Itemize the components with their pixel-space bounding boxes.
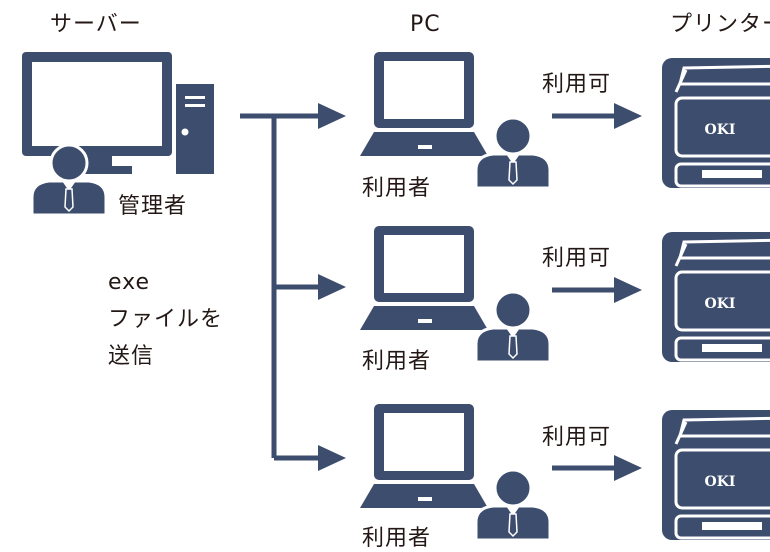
rows-layer: OKI OKI OKI [360,52,770,542]
row1-arrow-label: 利用可 [542,72,612,97]
monitor-icon [22,52,172,174]
printer-heading: プリンター [670,12,770,37]
user-person-icon [474,290,552,364]
user-person-icon [474,116,552,190]
user-person-icon [474,468,552,542]
laptop-icon [360,226,488,330]
row-3: OKI [360,404,770,542]
row1-user-label: 利用者 [362,176,432,201]
row2-arrow-label: 利用可 [542,246,612,271]
usage-arrow-head [614,455,642,481]
arrow-to-pc-2 [318,274,346,300]
row-2: OKI [360,226,770,364]
arrow-to-pc-1 [318,103,346,129]
connector-arrowheads [318,103,346,471]
transfer-note-line3: 送信 [108,344,155,369]
row-1: OKI [360,52,770,190]
usage-arrow-head [614,277,642,303]
server-group [22,52,214,217]
server-heading: サーバー [50,12,142,37]
printer-brand-logo: OKI [705,122,736,138]
usage-arrow-head [614,103,642,129]
pc-heading: PC [410,12,441,37]
arrow-to-pc-3 [318,445,346,471]
transfer-note-line1: exe [108,270,151,295]
transfer-note-line2: ファイルを [108,307,224,332]
row3-arrow-label: 利用可 [542,425,612,450]
laptop-icon [360,52,488,156]
tower-icon [176,84,214,174]
laptop-icon [360,404,488,508]
printer-brand-logo: OKI [705,296,736,312]
row2-user-label: 利用者 [362,349,432,374]
row3-user-label: 利用者 [362,526,432,551]
printer-brand-logo: OKI [705,474,736,490]
admin-label: 管理者 [118,194,188,219]
distribution-connector [240,113,322,461]
